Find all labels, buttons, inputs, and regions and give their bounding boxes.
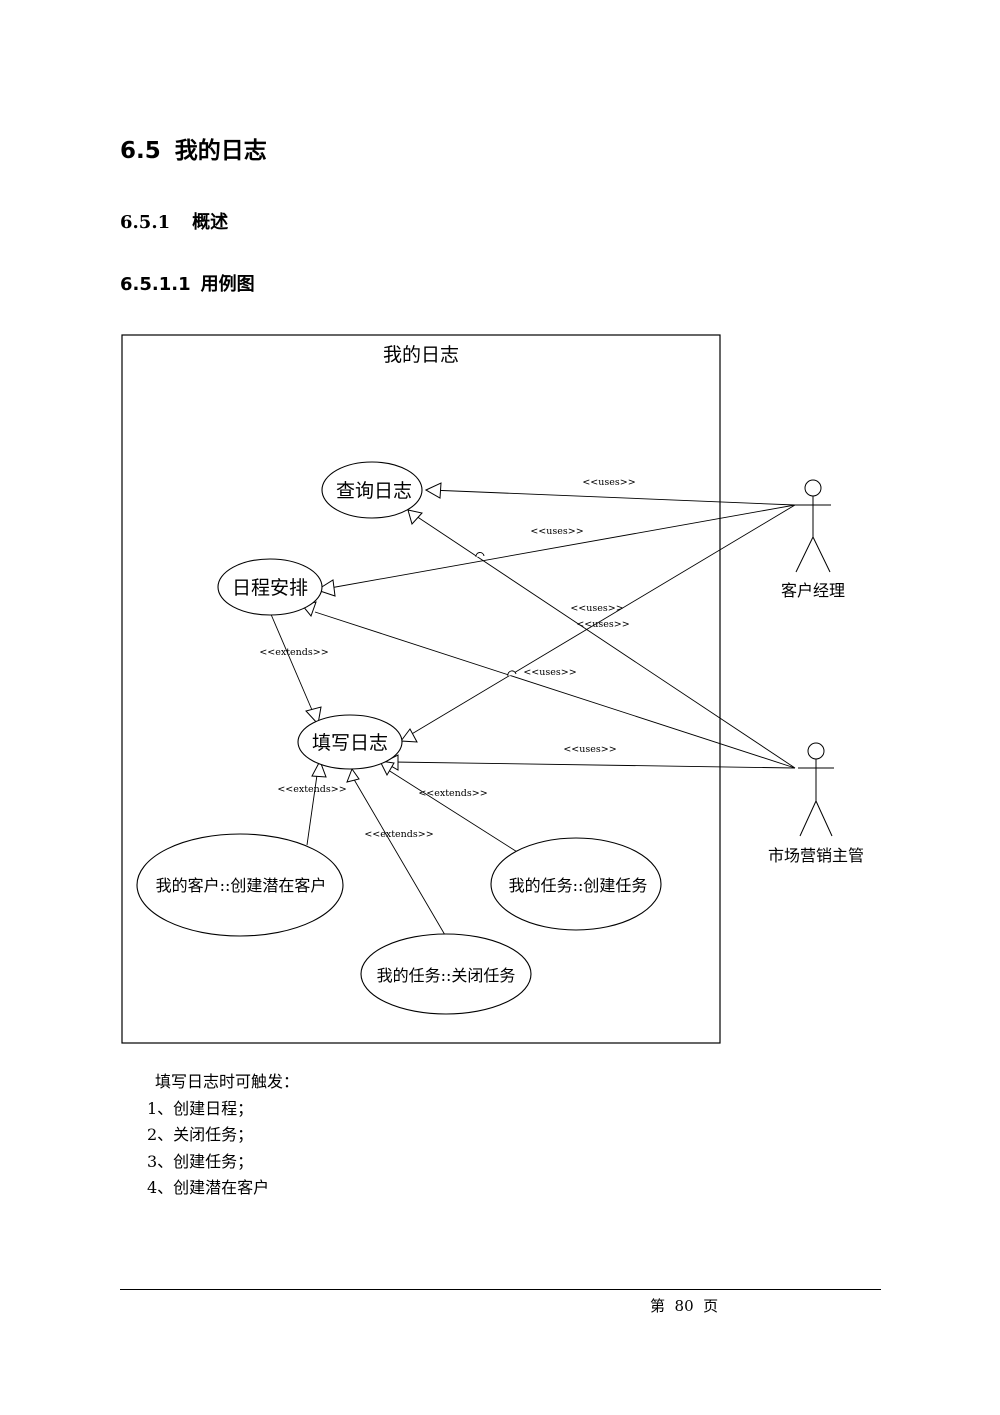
- notes-item: 4、创建潜在客户: [147, 1178, 270, 1197]
- line-jump: [507, 670, 517, 677]
- arrow-head: [346, 767, 360, 783]
- system-boundary: [121, 334, 721, 1044]
- actor-marketing-supervisor-label: 市场营销主管: [768, 846, 864, 865]
- uses-label: <<uses>>: [530, 526, 583, 537]
- uses-label: <<uses>>: [523, 667, 576, 678]
- extends-line-close-write: [351, 775, 446, 936]
- use-case-create-potential-customer-label: 我的客户::创建潜在客户: [156, 876, 327, 895]
- arrowheads: [301, 482, 442, 783]
- notes-item: 1、创建日程；: [147, 1098, 254, 1118]
- section-number: 6.5.1.1: [120, 274, 191, 295]
- trigger-notes: 填写日志时可触发： 1、创建日程； 2、关闭任务； 3、创建任务； 4、创建潜在…: [147, 1069, 300, 1202]
- uses-label: <<uses>>: [582, 477, 635, 488]
- use-case-write-log-label: 填写日志: [312, 732, 388, 754]
- uses-label: <<uses>>: [576, 619, 629, 630]
- uses-label: <<uses>>: [563, 744, 616, 755]
- arrow-head: [400, 728, 418, 743]
- extends-line-schedule-write: [269, 611, 316, 718]
- notes-item: 3、创建任务；: [147, 1151, 254, 1171]
- use-case-write-log: [297, 714, 403, 770]
- section-heading-6-5-1: 6.5.1 概述: [120, 208, 228, 234]
- extends-label: <<extends>>: [418, 788, 487, 799]
- section-heading-6-5: 6.5 我的日志: [120, 131, 267, 165]
- line-jump: [475, 552, 485, 558]
- connectors: [269, 489, 796, 936]
- use-case-schedule: [217, 558, 323, 616]
- section-heading-6-5-1-1: 6.5.1.1 用例图: [120, 270, 255, 296]
- uses-line-manager-write: [404, 504, 796, 739]
- section-number: 6.5.1: [120, 212, 171, 233]
- arrow-head: [379, 760, 395, 777]
- section-title: 概述: [192, 212, 229, 233]
- uses-line-manager-schedule: [329, 504, 796, 589]
- uses-line-manager-query: [429, 489, 796, 506]
- use-case-diagram: 我的日志 <<uses>> <<uses>> <<uses>> <<use: [121, 334, 864, 1044]
- notes-intro: 填写日志时可触发：: [155, 1072, 300, 1091]
- arrow-head: [311, 759, 327, 778]
- extends-label: <<extends>>: [259, 647, 328, 658]
- arrow-head: [315, 579, 336, 597]
- uses-line-supervisor-schedule: [314, 611, 796, 769]
- system-title: 我的日志: [383, 344, 459, 366]
- footer-divider: [120, 1289, 881, 1290]
- extends-line-task-write: [384, 767, 523, 856]
- arrow-head: [305, 706, 322, 726]
- extends-label: <<extends>>: [364, 829, 433, 840]
- use-case-close-task: [360, 933, 532, 1015]
- section-number: 6.5: [120, 138, 161, 164]
- extends-line-customer-write: [306, 767, 319, 846]
- use-case-query-log: [321, 461, 423, 519]
- use-case-close-task-label: 我的任务::关闭任务: [377, 966, 516, 985]
- use-case-create-potential-customer: [136, 833, 344, 937]
- notes-item: 2、关闭任务；: [147, 1125, 254, 1144]
- arrow-head: [424, 482, 442, 499]
- section-title: 我的日志: [174, 138, 267, 164]
- extends-label: <<extends>>: [277, 784, 346, 795]
- uses-label: <<uses>>: [570, 603, 623, 614]
- use-case-query-log-label: 查询日志: [336, 480, 412, 502]
- use-case-schedule-label: 日程安排: [232, 577, 308, 599]
- section-title: 用例图: [200, 274, 255, 295]
- uses-line-supervisor-query: [409, 511, 796, 769]
- use-case-create-task: [490, 837, 662, 931]
- uses-line-supervisor-write: [392, 761, 796, 769]
- actor-account-manager: [795, 479, 831, 573]
- arrow-head: [407, 509, 423, 526]
- actor-account-manager-label: 客户经理: [781, 581, 845, 600]
- use-case-create-task-label: 我的任务::创建任务: [509, 876, 648, 895]
- page-number: 第 80 页: [650, 1297, 719, 1315]
- actor-marketing-supervisor: [798, 742, 834, 837]
